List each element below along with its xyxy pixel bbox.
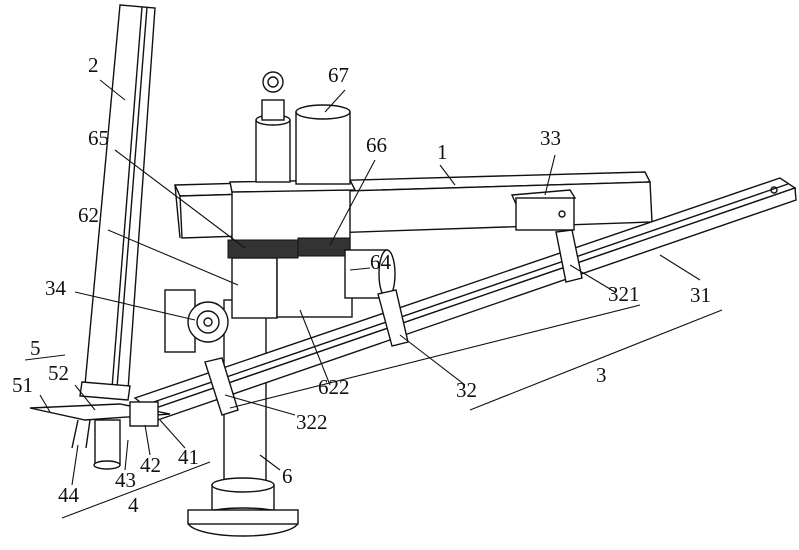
label-4: 4 <box>128 493 139 517</box>
column-2 <box>79 4 156 401</box>
leader-lines <box>24 79 723 519</box>
label-44: 44 <box>58 483 79 507</box>
label-2: 2 <box>88 53 99 77</box>
label-622: 622 <box>318 375 350 399</box>
label-43: 43 <box>115 468 136 492</box>
drive-34 <box>164 289 229 353</box>
gears-65-66 <box>227 237 351 259</box>
label-322: 322 <box>296 410 328 434</box>
label-5: 5 <box>30 336 41 360</box>
label-67: 67 <box>328 63 349 87</box>
label-1: 1 <box>437 140 448 164</box>
bracket-322 <box>204 357 239 416</box>
label-34: 34 <box>45 276 66 300</box>
motor-64 <box>344 249 396 299</box>
post-6 <box>187 299 299 537</box>
label-33: 33 <box>540 126 561 150</box>
label-51: 51 <box>12 373 33 397</box>
gripper-4-5 <box>29 401 171 470</box>
label-52: 52 <box>48 361 69 385</box>
label-31: 31 <box>690 283 711 307</box>
label-321: 321 <box>608 282 640 306</box>
label-62: 62 <box>78 203 99 227</box>
label-66: 66 <box>366 133 387 157</box>
block-33 <box>510 189 577 231</box>
label-42: 42 <box>140 453 161 477</box>
label-41: 41 <box>178 445 199 469</box>
label-3: 3 <box>596 363 607 387</box>
label-64: 64 <box>370 250 391 274</box>
label-65: 65 <box>88 126 109 150</box>
label-32: 32 <box>456 378 477 402</box>
bracket-32 <box>377 289 409 347</box>
label-6: 6 <box>282 464 293 488</box>
motor-67 <box>255 71 351 185</box>
bracket-321 <box>555 229 583 283</box>
